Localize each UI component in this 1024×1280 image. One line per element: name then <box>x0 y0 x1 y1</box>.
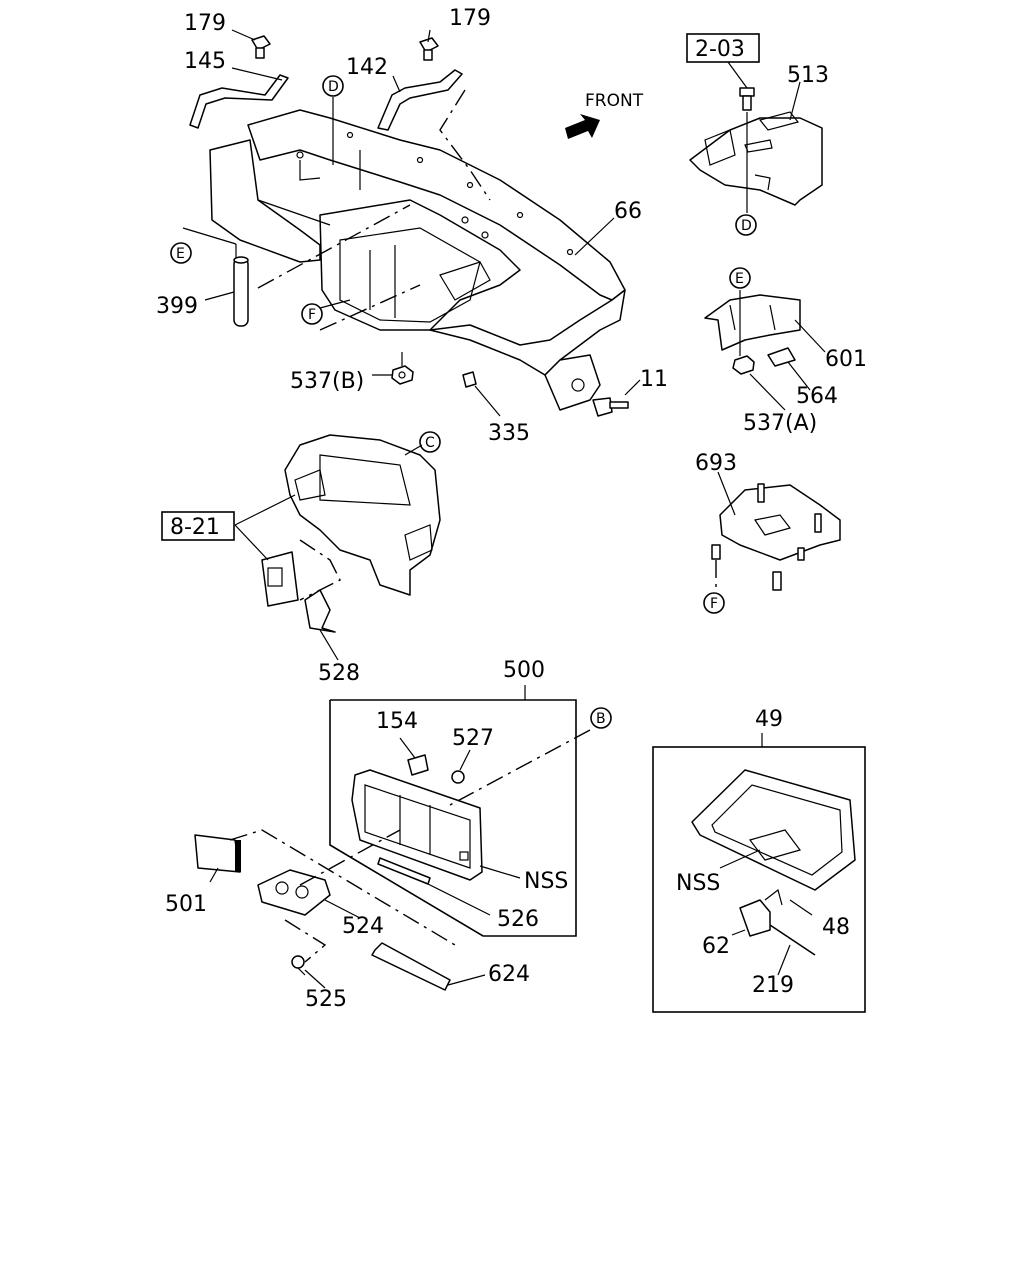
nut-537a <box>732 355 755 375</box>
svg-text:C: C <box>425 435 435 451</box>
bolt-11 <box>592 397 629 417</box>
holder-524 <box>257 869 331 916</box>
label-528: 528 <box>318 661 360 686</box>
bracket-145 <box>189 74 289 129</box>
label-179-left: 179 <box>184 11 226 36</box>
front-direction-arrow <box>565 114 600 139</box>
label-48: 48 <box>822 915 850 940</box>
circle-ref-b-right: B <box>590 707 612 729</box>
label-142: 142 <box>346 55 388 80</box>
instrument-panel-c <box>284 434 441 596</box>
label-524: 524 <box>342 914 384 939</box>
assembly-49-box <box>652 746 866 1013</box>
circle-ref-c-mid: C <box>419 431 441 453</box>
circle-ref-e-right: E <box>729 267 751 289</box>
ref-box-2-03-label: 2-03 <box>695 37 745 62</box>
label-601: 601 <box>825 347 867 372</box>
label-693: 693 <box>695 451 737 476</box>
bracket-142 <box>377 69 463 131</box>
nut-537b <box>391 365 414 385</box>
label-66: 66 <box>614 199 642 224</box>
label-154: 154 <box>376 709 418 734</box>
label-49: 49 <box>755 707 783 732</box>
svg-text:D: D <box>328 79 339 95</box>
pipe-399 <box>233 256 249 327</box>
ref-box-8-21[interactable]: 8-21 <box>161 511 235 541</box>
label-219: 219 <box>752 973 794 998</box>
clip-154 <box>407 754 429 776</box>
label-501: 501 <box>165 892 207 917</box>
label-564: 564 <box>796 384 838 409</box>
circle-ref-e-left: E <box>170 242 192 264</box>
circle-ref-d-top: D <box>322 75 344 97</box>
svg-text:F: F <box>308 307 316 323</box>
circle-ref-d-right: D <box>735 214 757 236</box>
svg-text:E: E <box>735 271 744 287</box>
bolt-179-left <box>251 35 271 59</box>
label-525: 525 <box>305 987 347 1012</box>
rod-219 <box>769 924 816 956</box>
bracket-8-21 <box>261 551 299 607</box>
dash-frame-assembly <box>209 109 626 411</box>
bracket-513 <box>689 111 823 206</box>
label-nss-500: NSS <box>524 869 568 894</box>
label-513: 513 <box>787 63 829 88</box>
screw-525 <box>291 955 306 976</box>
circle-ref-f-right: F <box>703 592 725 614</box>
bracket-528 <box>304 589 336 633</box>
label-526: 526 <box>497 907 539 932</box>
latch-62 <box>739 888 783 937</box>
plate-564 <box>767 347 796 367</box>
label-399: 399 <box>156 294 198 319</box>
svg-text:D: D <box>741 218 752 234</box>
label-nss-49: NSS <box>676 871 720 896</box>
label-11: 11 <box>640 367 668 392</box>
front-label: FRONT <box>585 91 644 111</box>
label-500: 500 <box>503 658 545 683</box>
nut-527 <box>451 770 465 784</box>
label-335: 335 <box>488 421 530 446</box>
label-527: 527 <box>452 726 494 751</box>
label-179-right: 179 <box>449 6 491 31</box>
ref-box-2-03[interactable]: 2-03 <box>686 33 760 63</box>
label-537a: 537(A) <box>743 411 817 436</box>
bracket-601 <box>704 294 801 351</box>
circle-ref-f-left: F <box>301 303 323 325</box>
ref-box-8-21-label: 8-21 <box>170 515 220 540</box>
svg-text:E: E <box>176 246 185 262</box>
label-624: 624 <box>488 962 530 987</box>
bracket-693 <box>711 483 841 591</box>
trim-panel-500 <box>351 769 483 881</box>
label-145: 145 <box>184 49 226 74</box>
assembly-500-box <box>329 699 577 937</box>
label-62: 62 <box>702 934 730 959</box>
strip-624 <box>371 942 451 991</box>
label-537b: 537(B) <box>290 369 364 394</box>
bolt-179-right <box>419 37 439 61</box>
lid-501 <box>194 834 241 873</box>
svg-text:F: F <box>710 596 718 612</box>
glove-box-49 <box>691 769 856 891</box>
bolt-2-03 <box>739 87 755 111</box>
clip-335 <box>462 371 477 388</box>
svg-text:B: B <box>596 711 606 727</box>
